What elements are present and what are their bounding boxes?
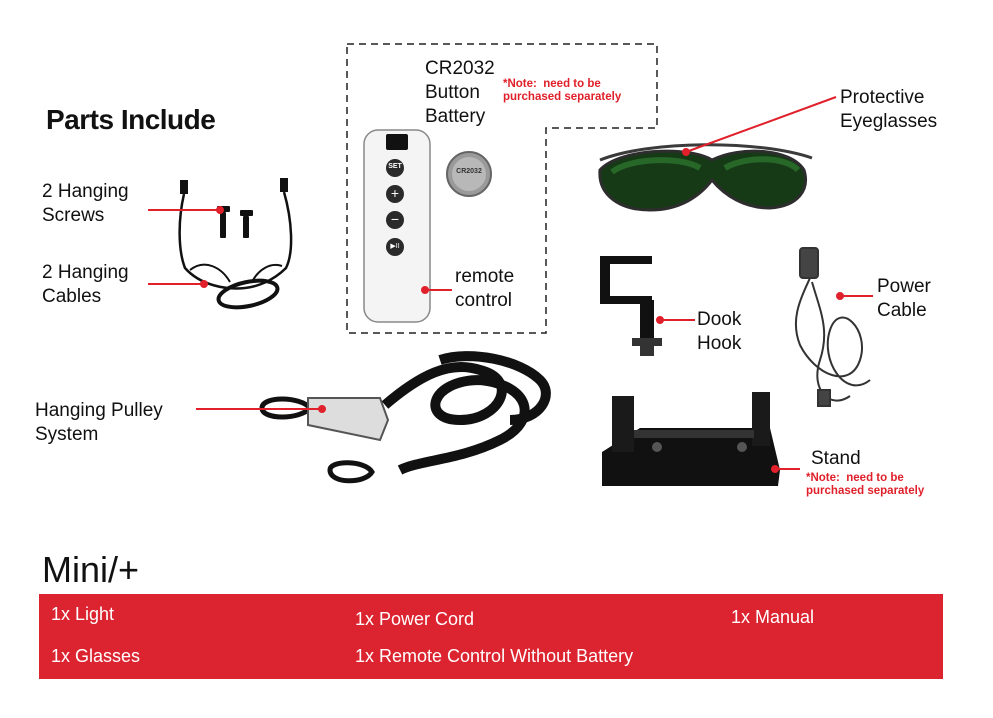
hanging-pulley-label: Hanging Pulley System (35, 400, 163, 445)
remote-control-image (363, 129, 431, 323)
hanging-screws-label: 2 Hanging Screws (42, 181, 129, 226)
hanging-cables-label: 2 Hanging Cables (42, 262, 129, 307)
hanging-pulley-image (259, 351, 551, 484)
stand-note: *Note: need to be purchased separately (806, 472, 925, 497)
battery-marking: CR2032 (456, 168, 482, 175)
package-item-glasses: 1x Glasses (51, 646, 141, 666)
protective-eyeglasses-label: Protective Eyeglasses (840, 87, 938, 132)
remote-play-pause-button: ▶II (390, 243, 400, 250)
package-item-light: 1x Light (51, 604, 115, 624)
hanging-screws-image (217, 206, 253, 238)
package-item-power-cord: 1x Power Cord (355, 609, 475, 629)
remote-set-button: SET (388, 163, 402, 170)
remote-minus-button: − (390, 211, 400, 227)
hanging-cables-image (178, 178, 293, 310)
protective-eyeglasses-image (598, 143, 813, 212)
stand-label: Stand (811, 448, 861, 469)
package-list-bar: 1x Light 1x Power Cord 1x Manual 1x Glas… (39, 594, 943, 679)
remote-panel-border (346, 43, 658, 334)
power-cable-image (794, 247, 871, 407)
dook-hook-label: Dook Hook (697, 309, 742, 354)
stand-image (602, 392, 780, 486)
button-battery-image (446, 151, 492, 197)
battery-label: CR2032 Button Battery (425, 58, 495, 127)
parts-include-heading: Parts Include (46, 104, 216, 135)
model-heading: Mini/+ (42, 549, 140, 590)
dook-hook-image (600, 256, 662, 356)
remote-control-label: remote control (455, 266, 515, 311)
power-cable-label: Power Cable (877, 276, 931, 321)
package-item-manual: 1x Manual (731, 607, 815, 627)
remote-plus-button: + (390, 185, 400, 201)
package-item-remote-control: 1x Remote Control Without Battery (355, 646, 634, 666)
battery-note: *Note: need to be purchased separately (503, 78, 622, 103)
